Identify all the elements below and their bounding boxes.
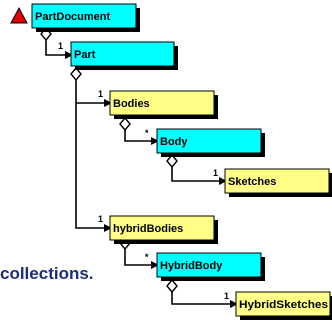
aggregation-diamond — [70, 66, 82, 82]
multiplicity-body: * — [145, 128, 149, 138]
node-label: HybridBody — [160, 260, 223, 272]
warning-triangle-icon — [10, 6, 28, 24]
node-label: Bodies — [113, 98, 150, 110]
aggregation-diamond — [119, 116, 131, 132]
connectors — [45, 37, 238, 308]
node-sketches: Sketches — [224, 168, 332, 197]
node-label: hybridBodies — [113, 223, 183, 235]
node-hybrid-body: HybridBody — [156, 252, 265, 281]
multiplicity-part: 1 — [58, 41, 63, 51]
node-part: Part — [70, 41, 178, 70]
node-label: Body — [160, 136, 188, 148]
multiplicity-hybrid-sketches: 1 — [224, 291, 229, 301]
multiplicity-sketches: 1 — [213, 168, 218, 178]
aggregation-diamond — [166, 153, 178, 169]
node-hybrid-sketches: HybridSketches — [235, 291, 332, 320]
node-part-document: PartDocument — [31, 3, 140, 32]
node-label: PartDocument — [35, 11, 111, 23]
aggregation-diamond — [166, 278, 178, 294]
multiplicity-bodies: 1 — [98, 89, 103, 99]
node-label: Sketches — [228, 176, 276, 188]
node-hybrid-bodies: hybridBodies — [109, 215, 218, 244]
multiplicity-hybrid-body: * — [145, 252, 149, 262]
aggregation-diamonds — [40, 26, 178, 294]
node-body: Body — [156, 128, 265, 157]
multiplicity-hybrid-bodies: 1 — [98, 214, 103, 224]
multiplicity-labels: 1 1 * 1 1 * 1 — [58, 41, 229, 301]
node-label: Part — [74, 49, 96, 61]
node-label: HybridSketches — [239, 299, 328, 311]
node-bodies: Bodies — [109, 90, 218, 119]
caption-text: collections. — [0, 264, 94, 283]
